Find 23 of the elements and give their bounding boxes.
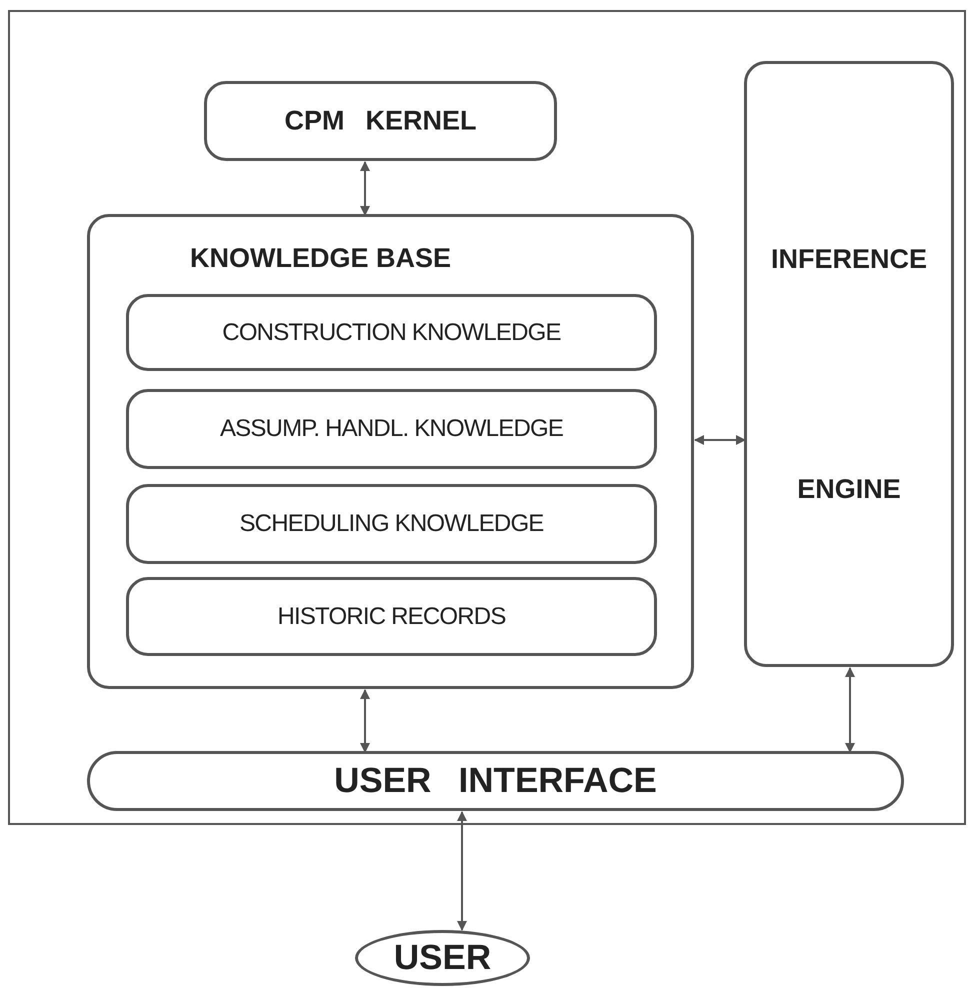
process-box xyxy=(126,577,657,656)
arrow xyxy=(457,811,467,931)
node-label: INFERENCE xyxy=(770,244,928,275)
node-label: CPM KERNEL xyxy=(283,106,478,136)
arrow xyxy=(845,667,855,753)
node-label: USER xyxy=(392,938,492,978)
node-label: SCHEDULING KNOWLEDGE xyxy=(238,510,545,538)
process-box xyxy=(204,81,557,161)
process-box xyxy=(126,389,657,469)
process-box xyxy=(126,484,657,564)
process-box xyxy=(744,61,954,667)
arrow xyxy=(694,435,746,445)
arrow xyxy=(360,689,370,753)
node-label: HISTORIC RECORDS xyxy=(276,602,507,630)
node-label: ENGINE xyxy=(796,474,902,505)
process-box xyxy=(126,294,657,371)
arrow xyxy=(360,161,370,216)
system-boundary-frame xyxy=(8,10,966,825)
node-label: ASSUMP. HANDL. KNOWLEDGE xyxy=(218,415,564,443)
node-label: CONSTRUCTION KNOWLEDGE xyxy=(221,318,562,346)
node-label: KNOWLEDGE BASE xyxy=(190,243,452,274)
node-label: USER INTERFACE xyxy=(333,761,658,801)
container-box xyxy=(87,214,694,689)
